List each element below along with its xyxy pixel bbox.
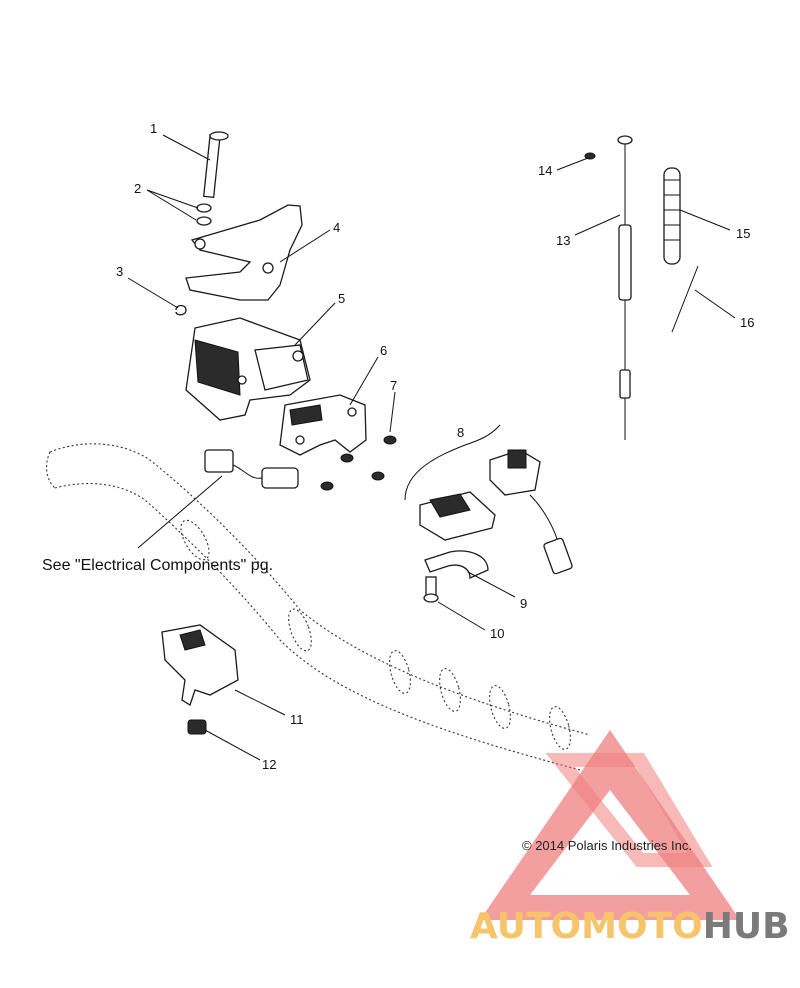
callout-7: 7 <box>390 378 397 393</box>
callout-4: 4 <box>333 220 340 235</box>
callout-2: 2 <box>134 181 141 196</box>
callout-5: 5 <box>338 291 345 306</box>
watermark-triangle-icon <box>480 730 740 920</box>
switch-assembly-part-8 <box>419 449 573 575</box>
callout-labels: 1 2 3 4 5 6 7 8 9 10 11 12 13 14 15 16 <box>116 121 754 772</box>
callout-14: 14 <box>538 163 552 178</box>
watermark-text: AUTOMOTOHUB <box>470 906 790 947</box>
harness-connector <box>204 449 299 489</box>
callout-12: 12 <box>262 757 276 772</box>
clamp-part-9 <box>424 550 489 579</box>
housing-part-5 <box>185 317 311 421</box>
washers-part-2 <box>196 203 212 226</box>
electrical-components-reference: See "Electrical Components" pg. <box>42 557 273 574</box>
callout-15: 15 <box>736 226 750 241</box>
screws-part-7 <box>320 435 397 491</box>
handlebar-outline <box>46 443 591 771</box>
clip-part-14 <box>584 152 596 160</box>
watermark-text-part1: AUTOMOTO <box>470 906 703 947</box>
watermark-text-part2: HUB <box>703 906 790 947</box>
callout-9: 9 <box>520 596 527 611</box>
callout-11: 11 <box>290 712 304 727</box>
pin-part-1 <box>202 131 229 199</box>
copyright-notice: © 2014 Polaris Industries Inc. <box>522 838 692 853</box>
callout-6: 6 <box>380 343 387 358</box>
callout-13: 13 <box>556 233 570 248</box>
callout-16: 16 <box>740 315 754 330</box>
cable-part-13 <box>617 135 633 440</box>
tie-strap-part-16 <box>671 265 699 333</box>
callout-1: 1 <box>150 121 157 136</box>
bracket-part-4 <box>185 204 303 301</box>
leader-lines <box>127 134 736 761</box>
clip-part-3 <box>175 304 187 316</box>
watermark-logo <box>480 730 740 920</box>
callout-8: 8 <box>457 425 464 440</box>
cover-plate-part-6 <box>279 394 367 456</box>
lever-housing-part-11 <box>161 624 239 706</box>
callout-3: 3 <box>116 264 123 279</box>
bolt-part-10 <box>423 576 439 603</box>
nut-part-12 <box>187 719 207 735</box>
callout-10: 10 <box>490 626 504 641</box>
sleeve-part-15 <box>663 167 681 265</box>
